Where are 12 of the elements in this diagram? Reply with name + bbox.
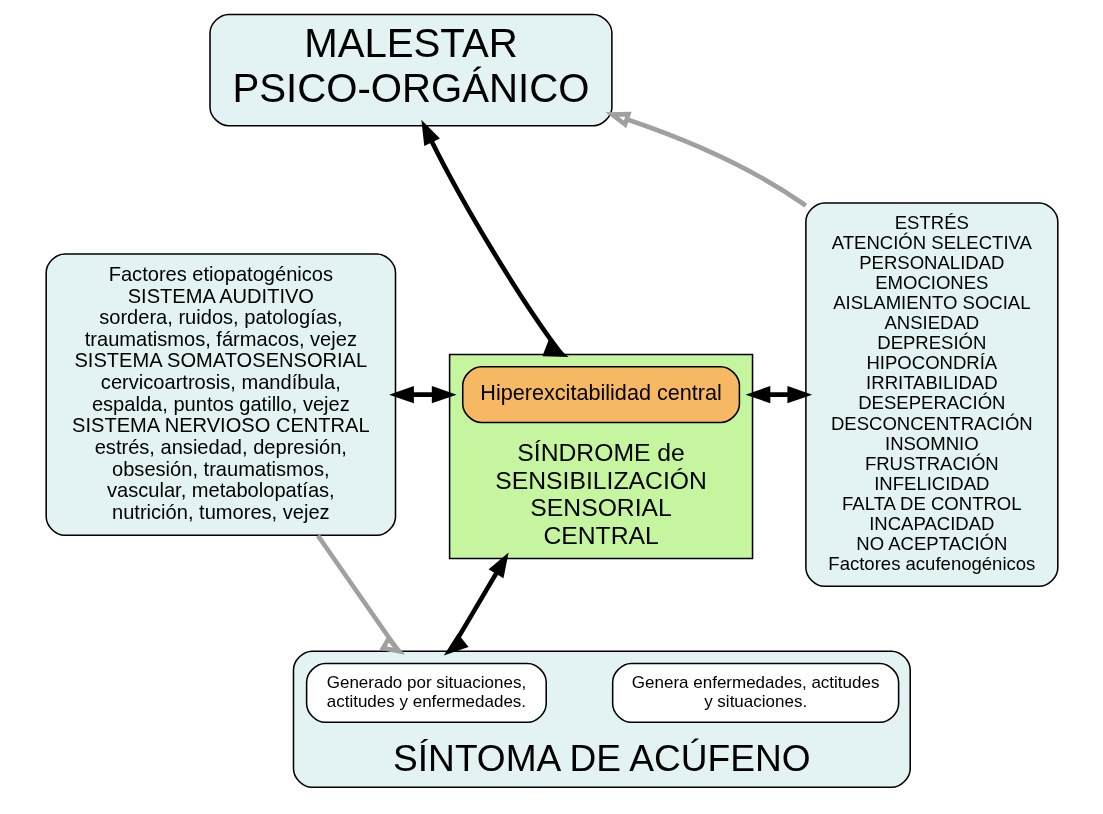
arrow	[443, 552, 509, 656]
arrow	[745, 385, 812, 404]
node-box: Generado por situaciones, actitudes y enfermedades.	[305, 662, 547, 724]
arrow	[420, 119, 569, 357]
arrow	[604, 111, 807, 208]
node-box: Genera enfermedades, actitudes y situaciones.	[611, 662, 899, 724]
node-box: MALESTAR PSICO-ORGÁNICO	[208, 13, 613, 127]
node-box: ESTRÉS ATENCIÓN SELECTIVA PERSONALIDAD EMOCIONES AISLAMIENTO SOCIAL ANSIEDAD DEPRESIÓN HIPOCONDRÍA IRRITABILIDAD DESEPERACIÓN DESCONCENTRACIÓN INSOMNIO FRUSTRACIÓN INFELICIDAD FALTA DE CONTROL INCAPACIDAD NO ACEPTACIÓN Factores acufenogénicos	[804, 202, 1059, 588]
node-box: Factores etiopatogénicos SISTEMA AUDITIVO sordera, ruidos, patologías, traumatismos, fármacos, vejez SISTEMA SOMATOSENSORIAL cervicoartrosis, mandíbula, espalda, puntos gatillo, vejez SISTEMA NERVIOSO CENTRAL estrés, ansiedad, depresión, obsesión, traumatismos, vascular, metabolopatías, nutrición, tumores, vejez	[44, 253, 396, 537]
arrow	[315, 534, 405, 655]
node-box: Hiperexcitabilidad central	[461, 366, 740, 424]
arrow	[388, 385, 457, 404]
